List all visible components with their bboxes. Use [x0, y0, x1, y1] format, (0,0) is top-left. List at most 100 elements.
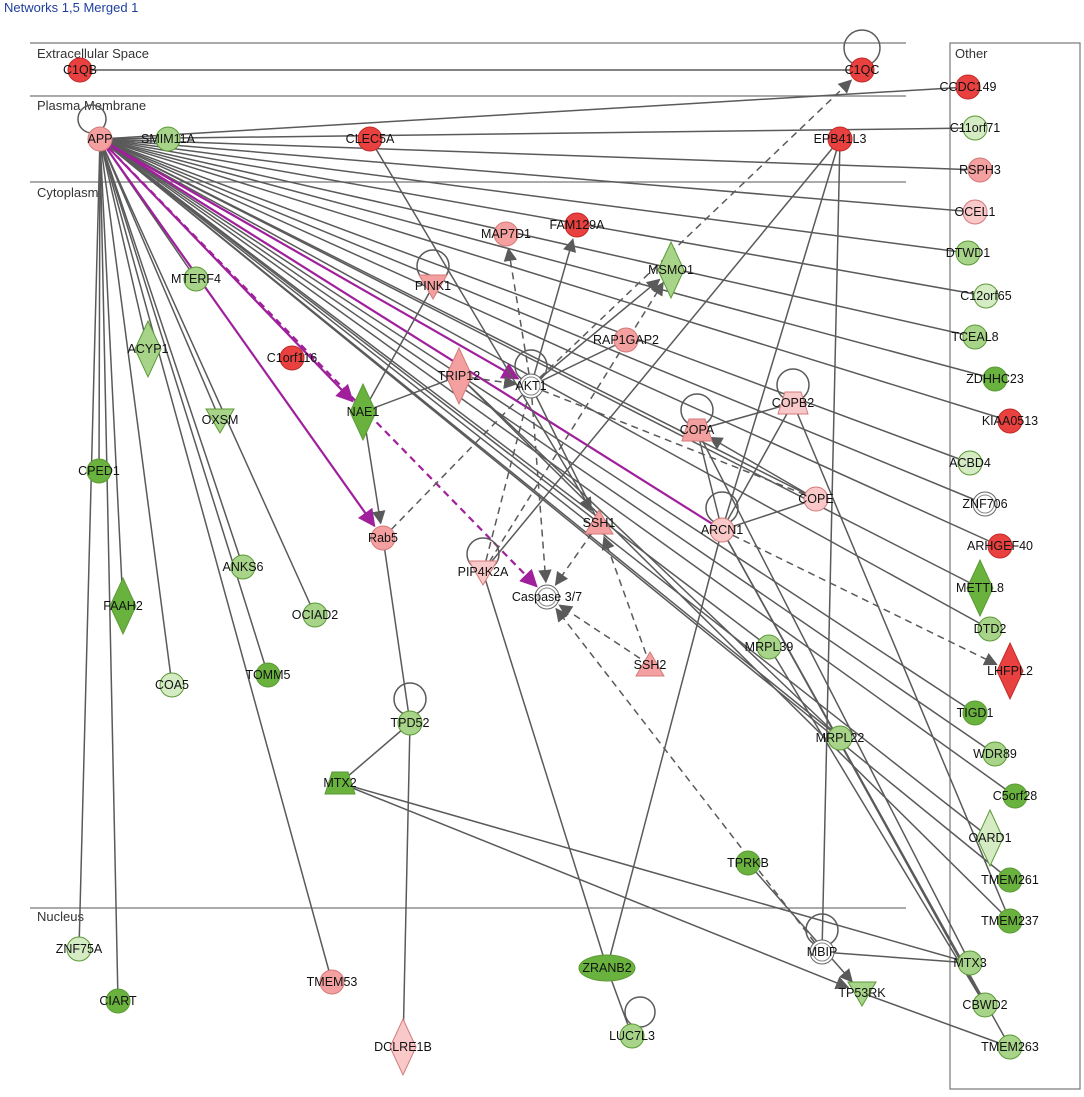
- node-label-DTWD1: DTWD1: [946, 246, 990, 260]
- node-ANKS6[interactable]: ANKS6: [223, 554, 264, 580]
- node-CCDC149[interactable]: CCDC149: [940, 74, 997, 100]
- node-CLEC5A[interactable]: CLEC5A: [346, 126, 395, 152]
- node-FAAH2[interactable]: FAAH2: [103, 576, 143, 636]
- node-ZNF706[interactable]: ZNF706: [962, 491, 1008, 517]
- node-MTERF4[interactable]: MTERF4: [171, 266, 221, 292]
- node-label-C5orf28: C5orf28: [993, 789, 1038, 803]
- node-COPB2[interactable]: COPB2: [772, 391, 814, 415]
- node-C1orf116[interactable]: C1orf116: [267, 345, 318, 371]
- node-TOMM5[interactable]: TOMM5: [246, 662, 291, 688]
- node-CIART[interactable]: CIART: [99, 988, 137, 1014]
- node-ACBD4[interactable]: ACBD4: [949, 450, 991, 476]
- node-OARD1[interactable]: OARD1: [968, 808, 1012, 868]
- node-MBIP[interactable]: MBIP: [807, 939, 838, 965]
- node-APP[interactable]: APP: [87, 126, 113, 152]
- node-shape-C1QC: [849, 57, 875, 83]
- node-TMEM53[interactable]: TMEM53: [307, 969, 358, 995]
- node-AKT1[interactable]: AKT1: [515, 373, 547, 399]
- node-TRIP12[interactable]: TRIP12: [438, 346, 480, 406]
- node-shape-TIGD1: [962, 700, 988, 726]
- node-MTX2[interactable]: MTX2: [323, 771, 357, 795]
- node-shape-SSH2: [635, 651, 665, 677]
- node-shape-NAE1: [349, 382, 377, 442]
- node-MRPL22[interactable]: MRPL22: [816, 725, 865, 751]
- node-DTD2[interactable]: DTD2: [974, 616, 1007, 642]
- edge-APP-ACYP1: [99, 138, 149, 350]
- node-PINK1[interactable]: PINK1: [415, 274, 451, 300]
- edge-APP-ARHGEF40: [99, 138, 1001, 547]
- node-label-APP: APP: [87, 132, 112, 146]
- edge-EPB41L3-ARCN1: [721, 138, 841, 531]
- node-ACYP1[interactable]: ACYP1: [128, 319, 169, 379]
- node-PIP4K2A[interactable]: PIP4K2A: [458, 560, 509, 586]
- node-SMIM11A[interactable]: SMIM11A: [141, 126, 196, 152]
- node-TCEAL8[interactable]: TCEAL8: [951, 324, 999, 350]
- edge-PIP4K2A-ZRANB2: [482, 571, 608, 969]
- edge-APP-ZNF75A: [78, 138, 101, 950]
- node-C11orf71[interactable]: C11orf71: [950, 115, 1001, 141]
- node-Casp37[interactable]: Caspase 3/7: [512, 584, 582, 610]
- node-shape-OCEL1: [962, 199, 988, 225]
- node-ZDHHC23[interactable]: ZDHHC23: [966, 366, 1024, 392]
- node-shape-COPA: [681, 418, 713, 442]
- edge-APP-OARD1: [99, 138, 991, 839]
- node-LHFPL2[interactable]: LHFPL2: [987, 641, 1033, 701]
- edge-CLEC5A-SSH1: [369, 138, 593, 512]
- node-shape-FAM129A: [564, 212, 590, 238]
- node-shape-KIAA0513: [997, 408, 1023, 434]
- node-COPE[interactable]: COPE: [798, 486, 834, 512]
- edge-APP-ACBD4: [99, 138, 971, 464]
- node-FAM129A[interactable]: FAM129A: [550, 212, 606, 238]
- node-MAP7D1[interactable]: MAP7D1: [481, 221, 531, 247]
- node-METTL8[interactable]: METTL8: [956, 558, 1004, 618]
- node-ARCN1[interactable]: ARCN1: [701, 517, 743, 543]
- node-COPA[interactable]: COPA: [680, 418, 715, 442]
- node-ARHGEF40[interactable]: ARHGEF40: [967, 533, 1033, 559]
- node-DCLRE1B[interactable]: DCLRE1B: [374, 1017, 432, 1077]
- node-ZRANB2[interactable]: ZRANB2: [578, 954, 636, 982]
- edges-layer: [78, 69, 1016, 1048]
- node-DTWD1[interactable]: DTWD1: [946, 240, 990, 266]
- node-OCIAD2[interactable]: OCIAD2: [292, 602, 339, 628]
- node-MSMO1[interactable]: MSMO1: [648, 240, 694, 300]
- node-C1QB[interactable]: C1QB: [63, 57, 97, 83]
- node-TIGD1[interactable]: TIGD1: [957, 700, 994, 726]
- node-label-C11orf71: C11orf71: [950, 121, 1001, 135]
- node-TPD52[interactable]: TPD52: [391, 710, 430, 736]
- node-KIAA0513[interactable]: KIAA0513: [982, 408, 1038, 434]
- node-SSH2[interactable]: SSH2: [634, 651, 667, 677]
- node-CBWD2[interactable]: CBWD2: [962, 992, 1008, 1018]
- node-TP53RK[interactable]: TP53RK: [838, 981, 886, 1007]
- node-TMEM263[interactable]: TMEM263: [981, 1034, 1039, 1060]
- node-label-COPB2: COPB2: [772, 396, 814, 410]
- edge-Rab5-AKT1: [382, 385, 532, 539]
- node-C5orf28[interactable]: C5orf28: [993, 783, 1038, 809]
- node-shape-COPB2: [777, 391, 809, 415]
- node-WDR89[interactable]: WDR89: [973, 741, 1017, 767]
- node-RSPH3[interactable]: RSPH3: [959, 157, 1001, 183]
- node-OXSM[interactable]: OXSM: [202, 408, 239, 434]
- edge-COPA-MTX3: [696, 429, 971, 964]
- node-C12orf65[interactable]: C12orf65: [960, 283, 1012, 309]
- node-EPB41L3[interactable]: EPB41L3: [814, 126, 867, 152]
- node-TMEM261[interactable]: TMEM261: [981, 867, 1039, 893]
- node-RAP1GAP2[interactable]: RAP1GAP2: [593, 327, 659, 353]
- node-NAE1[interactable]: NAE1: [347, 382, 380, 442]
- node-OCEL1[interactable]: OCEL1: [955, 199, 996, 225]
- node-TPRKB[interactable]: TPRKB: [727, 850, 769, 876]
- node-shape-LHFPL2: [996, 641, 1024, 701]
- node-LUC7L3[interactable]: LUC7L3: [609, 1023, 655, 1049]
- edge-MRPL39-CBWD2: [768, 646, 986, 1006]
- node-ZNF75A[interactable]: ZNF75A: [56, 936, 103, 962]
- node-C1QC[interactable]: C1QC: [845, 57, 880, 83]
- node-COA5[interactable]: COA5: [155, 672, 189, 698]
- node-SSH1[interactable]: SSH1: [583, 509, 616, 535]
- node-shape-TMEM53: [319, 969, 345, 995]
- node-MTX3[interactable]: MTX3: [953, 950, 987, 976]
- node-TMEM237[interactable]: TMEM237: [981, 908, 1039, 934]
- node-MRPL39[interactable]: MRPL39: [745, 634, 794, 660]
- node-CPED1[interactable]: CPED1: [78, 458, 120, 484]
- edge-APP-ZNF706: [99, 138, 986, 505]
- edge-COPB2-TMEM237: [792, 402, 1011, 922]
- node-Rab5[interactable]: Rab5: [368, 525, 398, 551]
